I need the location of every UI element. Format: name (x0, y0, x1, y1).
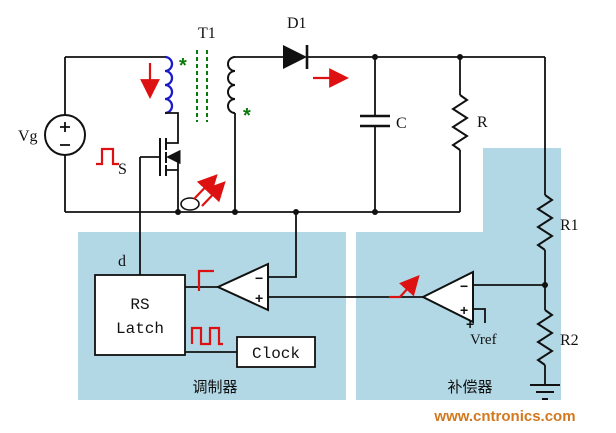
voltage-source-vg: Vg (18, 114, 86, 156)
rs-latch-label-2: Latch (116, 320, 164, 338)
clock-waveform-icon (190, 326, 223, 346)
clock-box (236, 336, 316, 368)
diode-triangle-icon (283, 45, 307, 69)
gate-pulse-icon (96, 147, 119, 166)
current-sense-loop-icon (180, 197, 200, 211)
vref-plus-sign: + (466, 316, 474, 332)
wires (64, 54, 548, 385)
opamp-minus: − (460, 278, 468, 294)
mosfet-switch: S (96, 112, 226, 212)
rs-latch: RS Latch d (94, 253, 186, 356)
d1-label: D1 (287, 15, 307, 32)
sense-arrow-icon (193, 174, 218, 200)
watermark: www.cntronics.com (433, 408, 575, 425)
opamp-plus: + (460, 302, 468, 318)
r1-resistor-icon (536, 194, 554, 251)
t1-label: T1 (198, 25, 216, 42)
pwm-step-icon (197, 269, 214, 291)
control-ramp-arrow-icon (399, 275, 420, 298)
switch-label: S (118, 161, 127, 178)
sense-arrow-icon (201, 181, 226, 207)
ground-icon (530, 384, 560, 400)
feedback-divider: R1 R2 (530, 194, 579, 400)
r1-label: R1 (560, 217, 579, 234)
error-amplifier: − + + Vref (389, 270, 497, 348)
diode-d1: D1 (283, 15, 349, 88)
r2-label: R2 (560, 332, 579, 349)
capacitor-icon (360, 114, 390, 128)
comparator-minus: − (255, 270, 263, 286)
secondary-winding (227, 56, 236, 114)
vg-label: Vg (18, 128, 38, 145)
clock-block: Clock (190, 326, 316, 368)
clock-label: Clock (252, 345, 300, 363)
compensator-region (356, 148, 561, 400)
transformer-t1: * * T1 (140, 25, 251, 127)
output-filter: C R (360, 94, 488, 151)
primary-winding (164, 55, 174, 115)
pwm-comparator: − + (197, 262, 269, 312)
load-label: R (477, 114, 488, 131)
rs-latch-label-1: RS (130, 296, 149, 314)
comparator-plus: + (255, 290, 263, 306)
source-circle-icon (44, 114, 86, 156)
modulator-caption: 调制器 (192, 379, 237, 396)
cap-label: C (396, 115, 407, 132)
vref-label: Vref (470, 332, 497, 348)
primary-dot-marker: * (179, 55, 187, 77)
plus-icon (60, 122, 70, 132)
opamp-triangle-icon (420, 270, 474, 324)
r2-resistor-icon (536, 309, 554, 366)
comparator-triangle-icon (215, 262, 269, 312)
compensator-caption: 补偿器 (447, 379, 492, 396)
secondary-dot-marker: * (243, 105, 251, 127)
load-resistor-icon (451, 94, 469, 151)
rs-latch-box (94, 274, 186, 356)
duty-label: d (118, 253, 126, 270)
